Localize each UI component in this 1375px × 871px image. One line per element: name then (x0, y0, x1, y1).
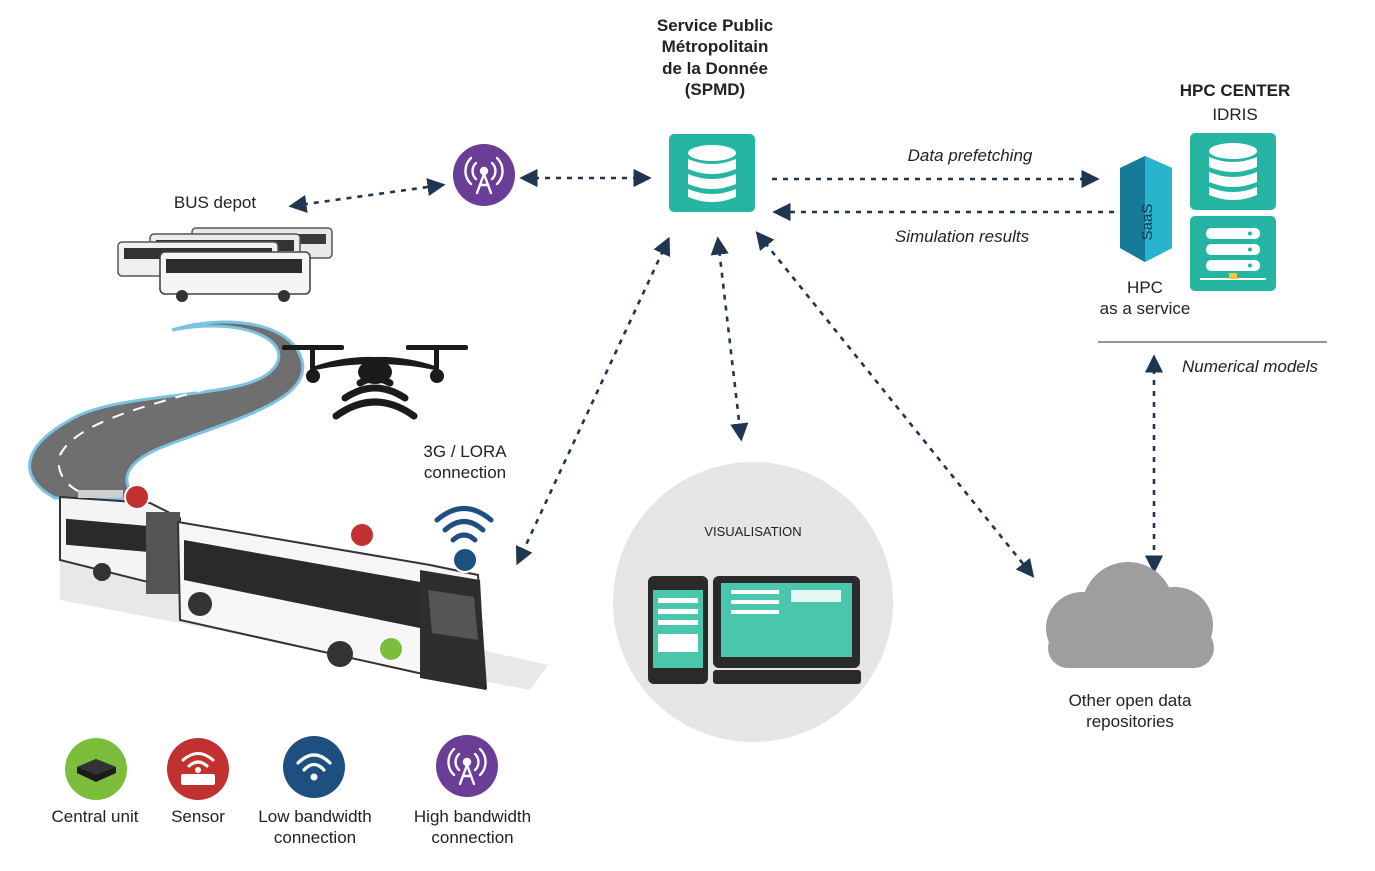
legend-sensor-icon (167, 738, 229, 800)
bus-low-bandwidth-node (452, 547, 478, 573)
hpc-service-label: HPC as a service (1075, 277, 1215, 320)
bus-depot-label: BUS depot (173, 193, 257, 212)
spmd-database-node (669, 134, 755, 212)
cloud-label: Other open data repositories (1040, 690, 1220, 733)
connection-arrows (288, 168, 1164, 578)
bus-articulation (146, 512, 180, 594)
arrow-depot-antenna (288, 178, 446, 213)
cloud-label-line: repositories (1086, 712, 1174, 732)
arrow-spmd-visualisation (710, 236, 749, 442)
high-bandwidth-node (453, 144, 515, 206)
legend-icons (65, 735, 498, 800)
cloud-label-line: Other open data (1068, 691, 1192, 710)
drone-icon (282, 345, 468, 420)
bus-sensor-red-1 (124, 484, 150, 510)
legend-central-unit-icon (65, 738, 127, 800)
hpc-center-subtitle: IDRIS (1212, 105, 1258, 124)
legend-low-bandwidth-label: Low bandwidth connection (235, 806, 395, 849)
connection-label-line: 3G / LORA (423, 442, 507, 461)
visualisation-node (613, 462, 893, 742)
arrow-spmd-cloud (755, 231, 1035, 578)
depot-bus (159, 251, 311, 302)
visualisation-title: VISUALISATION (704, 524, 802, 539)
bus-central-unit-node (378, 636, 404, 662)
legend-high-bandwidth-label: High bandwidth connection (390, 806, 555, 849)
legend-central-unit-label: Central unit (30, 806, 160, 827)
legend-sensor-label: Sensor (148, 806, 248, 827)
bus-depot-fleet (117, 227, 333, 302)
legend-label-line: connection (273, 828, 357, 848)
arrow-spmd-bus (515, 236, 671, 566)
legend-low-bandwidth-icon (283, 736, 345, 798)
spmd-title: Service Public Métropolitain de la Donné… (600, 15, 830, 100)
hpc-service-line: as a service (1099, 299, 1191, 319)
spmd-title-line: Métropolitain (661, 37, 769, 57)
hpc-center-title: HPC CENTER (1179, 81, 1291, 100)
legend-high-bandwidth-icon (436, 735, 498, 797)
cloud-icon (1046, 562, 1214, 668)
server-rack-icon (1200, 228, 1266, 280)
bus-front-section (93, 520, 488, 690)
saas-cube-icon (1120, 156, 1172, 262)
legend-label-line: High bandwidth (413, 807, 532, 826)
legend-label-line: Central unit (51, 807, 139, 826)
hpc-center-node: SaaS (1098, 133, 1327, 343)
connection-label-line: connection (423, 463, 507, 483)
data-prefetching-label: Data prefetching (907, 146, 1033, 165)
wifi-icon (434, 506, 494, 543)
numerical-models-label: Numerical models (1181, 357, 1319, 376)
legend-label-line: connection (431, 828, 514, 848)
simulation-results-label: Simulation results (894, 227, 1030, 246)
spmd-title-line: de la Donnée (662, 58, 768, 78)
connection-label: 3G / LORA connection (395, 441, 535, 484)
bus-sensor-red-2 (349, 522, 375, 548)
saas-label: SaaS (1139, 204, 1156, 241)
articulated-bus (59, 484, 548, 690)
database-icon (688, 145, 736, 202)
phone-icon (648, 576, 708, 684)
laptop-icon (713, 576, 861, 684)
spmd-title-line: Service Public (656, 16, 774, 35)
spmd-title-line: (SPMD) (684, 79, 746, 99)
hpc-database-icon (1209, 143, 1257, 200)
road (28, 320, 305, 502)
legend-label-line: Low bandwidth (258, 807, 372, 826)
legend-label-line: Sensor (171, 807, 225, 826)
hpc-service-line: HPC (1127, 278, 1163, 297)
